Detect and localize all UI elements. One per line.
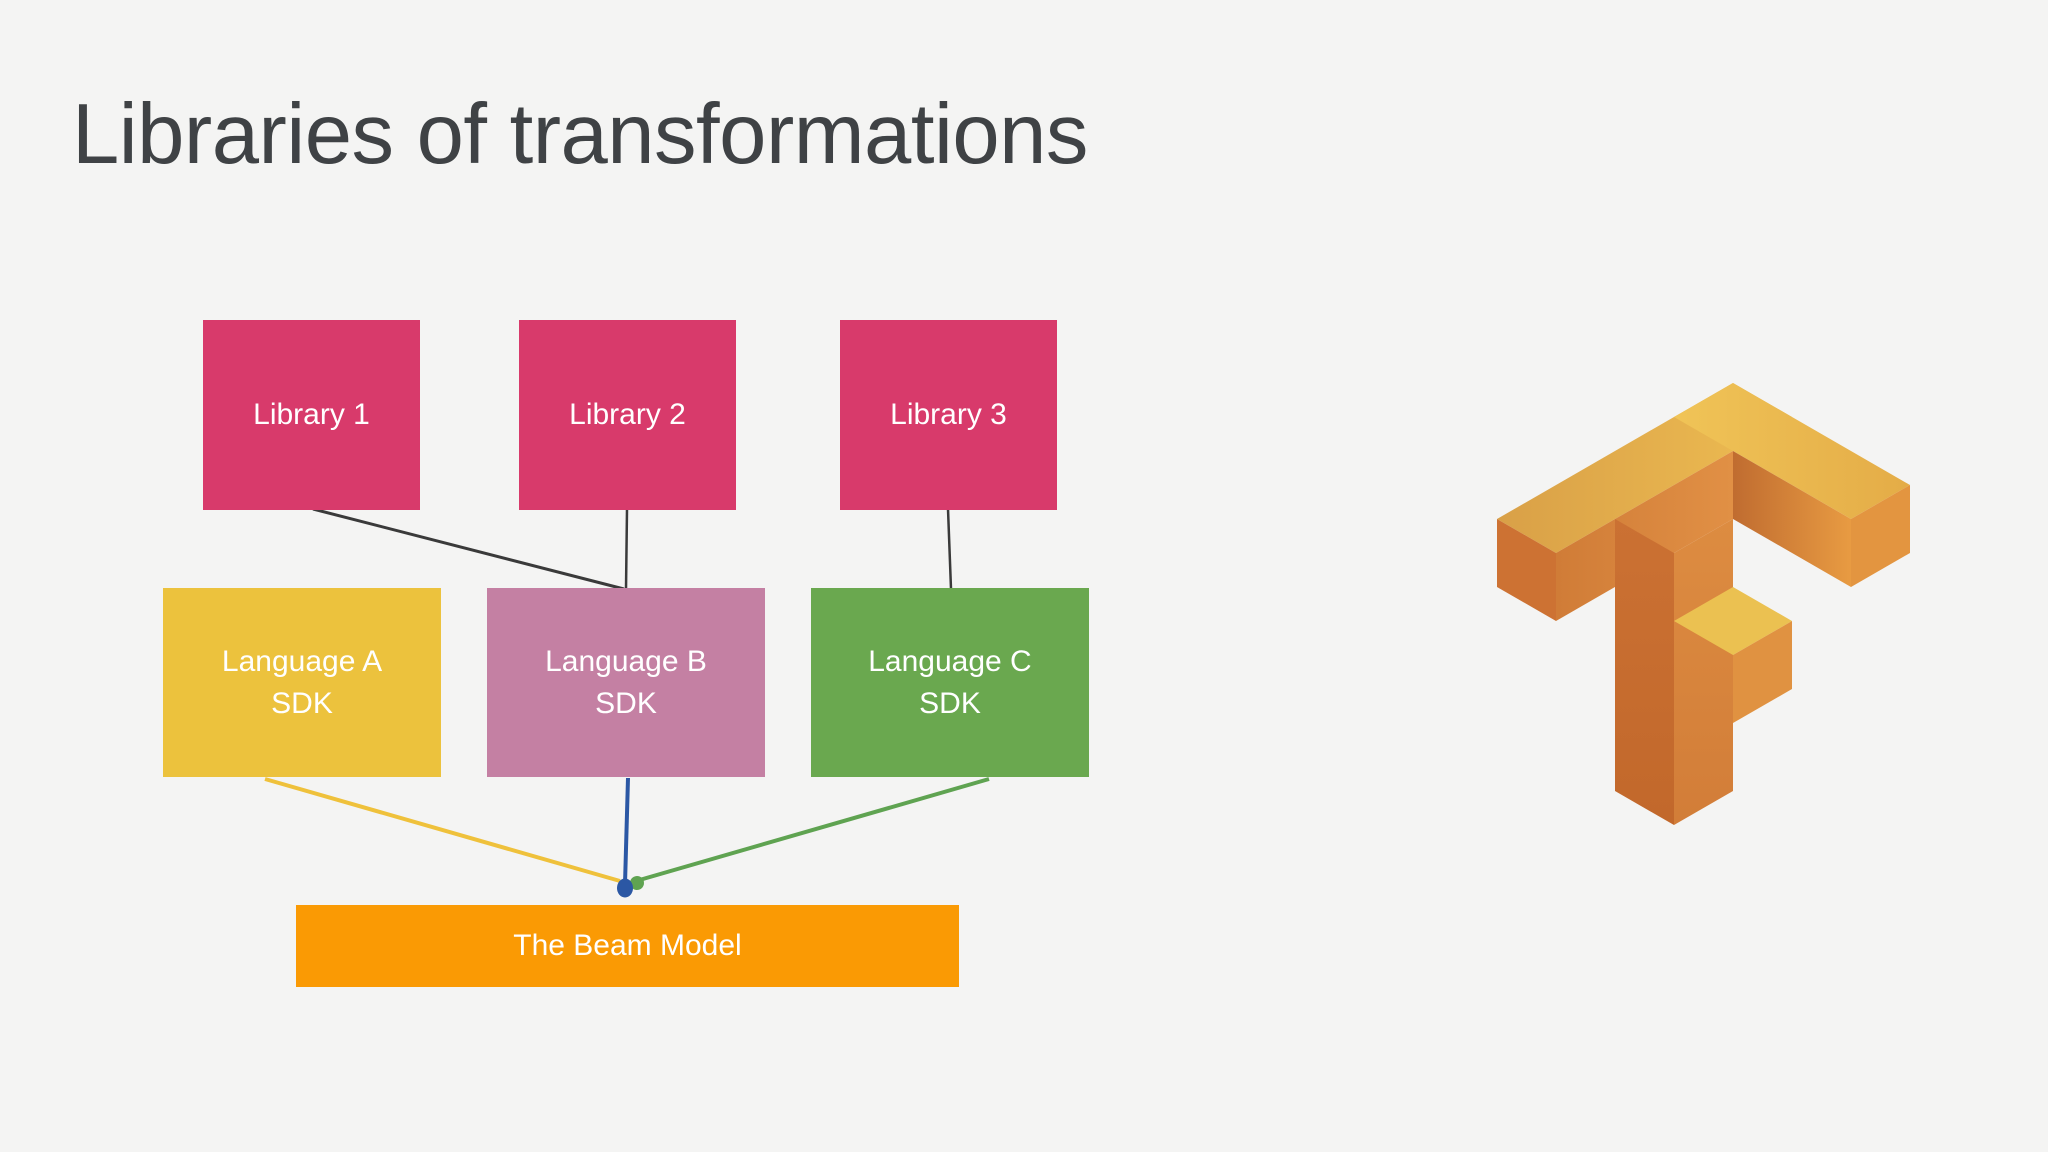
connector-library3-to-sdkC	[946, 508, 953, 590]
sdk-language-b-box: Language B SDK	[487, 588, 765, 777]
beam-model-label: The Beam Model	[513, 929, 742, 962]
connector-sdkC-to-model	[635, 777, 990, 883]
tf-logo-stem-left-face	[1615, 519, 1674, 825]
tf-logo-arm-top-face	[1674, 587, 1792, 655]
tf-logo-fbar-end-cap	[1851, 485, 1910, 587]
library-1-box: Library 1	[203, 320, 420, 510]
slide-title: Libraries of transformations	[72, 87, 1088, 182]
sdk-language-b-label-line1: Language B	[545, 644, 707, 678]
sdk-language-c-label-line2: SDK	[919, 686, 981, 720]
tf-logo-crossbar-end-cap	[1497, 519, 1556, 621]
connector-library2-to-sdkB	[624, 508, 629, 590]
library-1-label: Library 1	[253, 398, 370, 431]
tensorflow-logo	[1497, 383, 1910, 825]
connector-sdkB-to-model	[623, 777, 630, 885]
sdk-language-b-label-line2: SDK	[595, 686, 657, 720]
library-3-label: Library 3	[890, 398, 1007, 431]
connector-library1-to-sdkB	[312, 507, 625, 591]
tf-logo-fbar-top-face	[1674, 383, 1910, 519]
sdk-language-c-box: Language C SDK	[811, 588, 1089, 777]
beam-model-box: The Beam Model	[296, 905, 959, 987]
sdk-language-a-label-line1: Language A	[221, 644, 383, 678]
tf-logo-crossbar-front-face	[1556, 451, 1733, 621]
tf-logo-arm-front-face	[1733, 621, 1792, 723]
tf-logo-stem-right-face	[1674, 519, 1733, 825]
sdk-language-a-box: Language A SDK	[163, 588, 441, 777]
connector-sdkA-to-model	[264, 777, 621, 883]
connector-sdkB-endpoint-dot	[617, 878, 633, 898]
sdk-language-c-label-line1: Language C	[868, 644, 1032, 678]
sdk-language-a-label-line2: SDK	[271, 686, 333, 720]
tf-logo-fbar-front-face	[1733, 451, 1851, 587]
connector-sdkC-endpoint-dot	[630, 876, 644, 890]
library-3-box: Library 3	[840, 320, 1057, 510]
library-2-box: Library 2	[519, 320, 736, 510]
library-2-label: Library 2	[569, 398, 686, 431]
tf-logo-crossbar-top-face	[1497, 383, 1792, 553]
